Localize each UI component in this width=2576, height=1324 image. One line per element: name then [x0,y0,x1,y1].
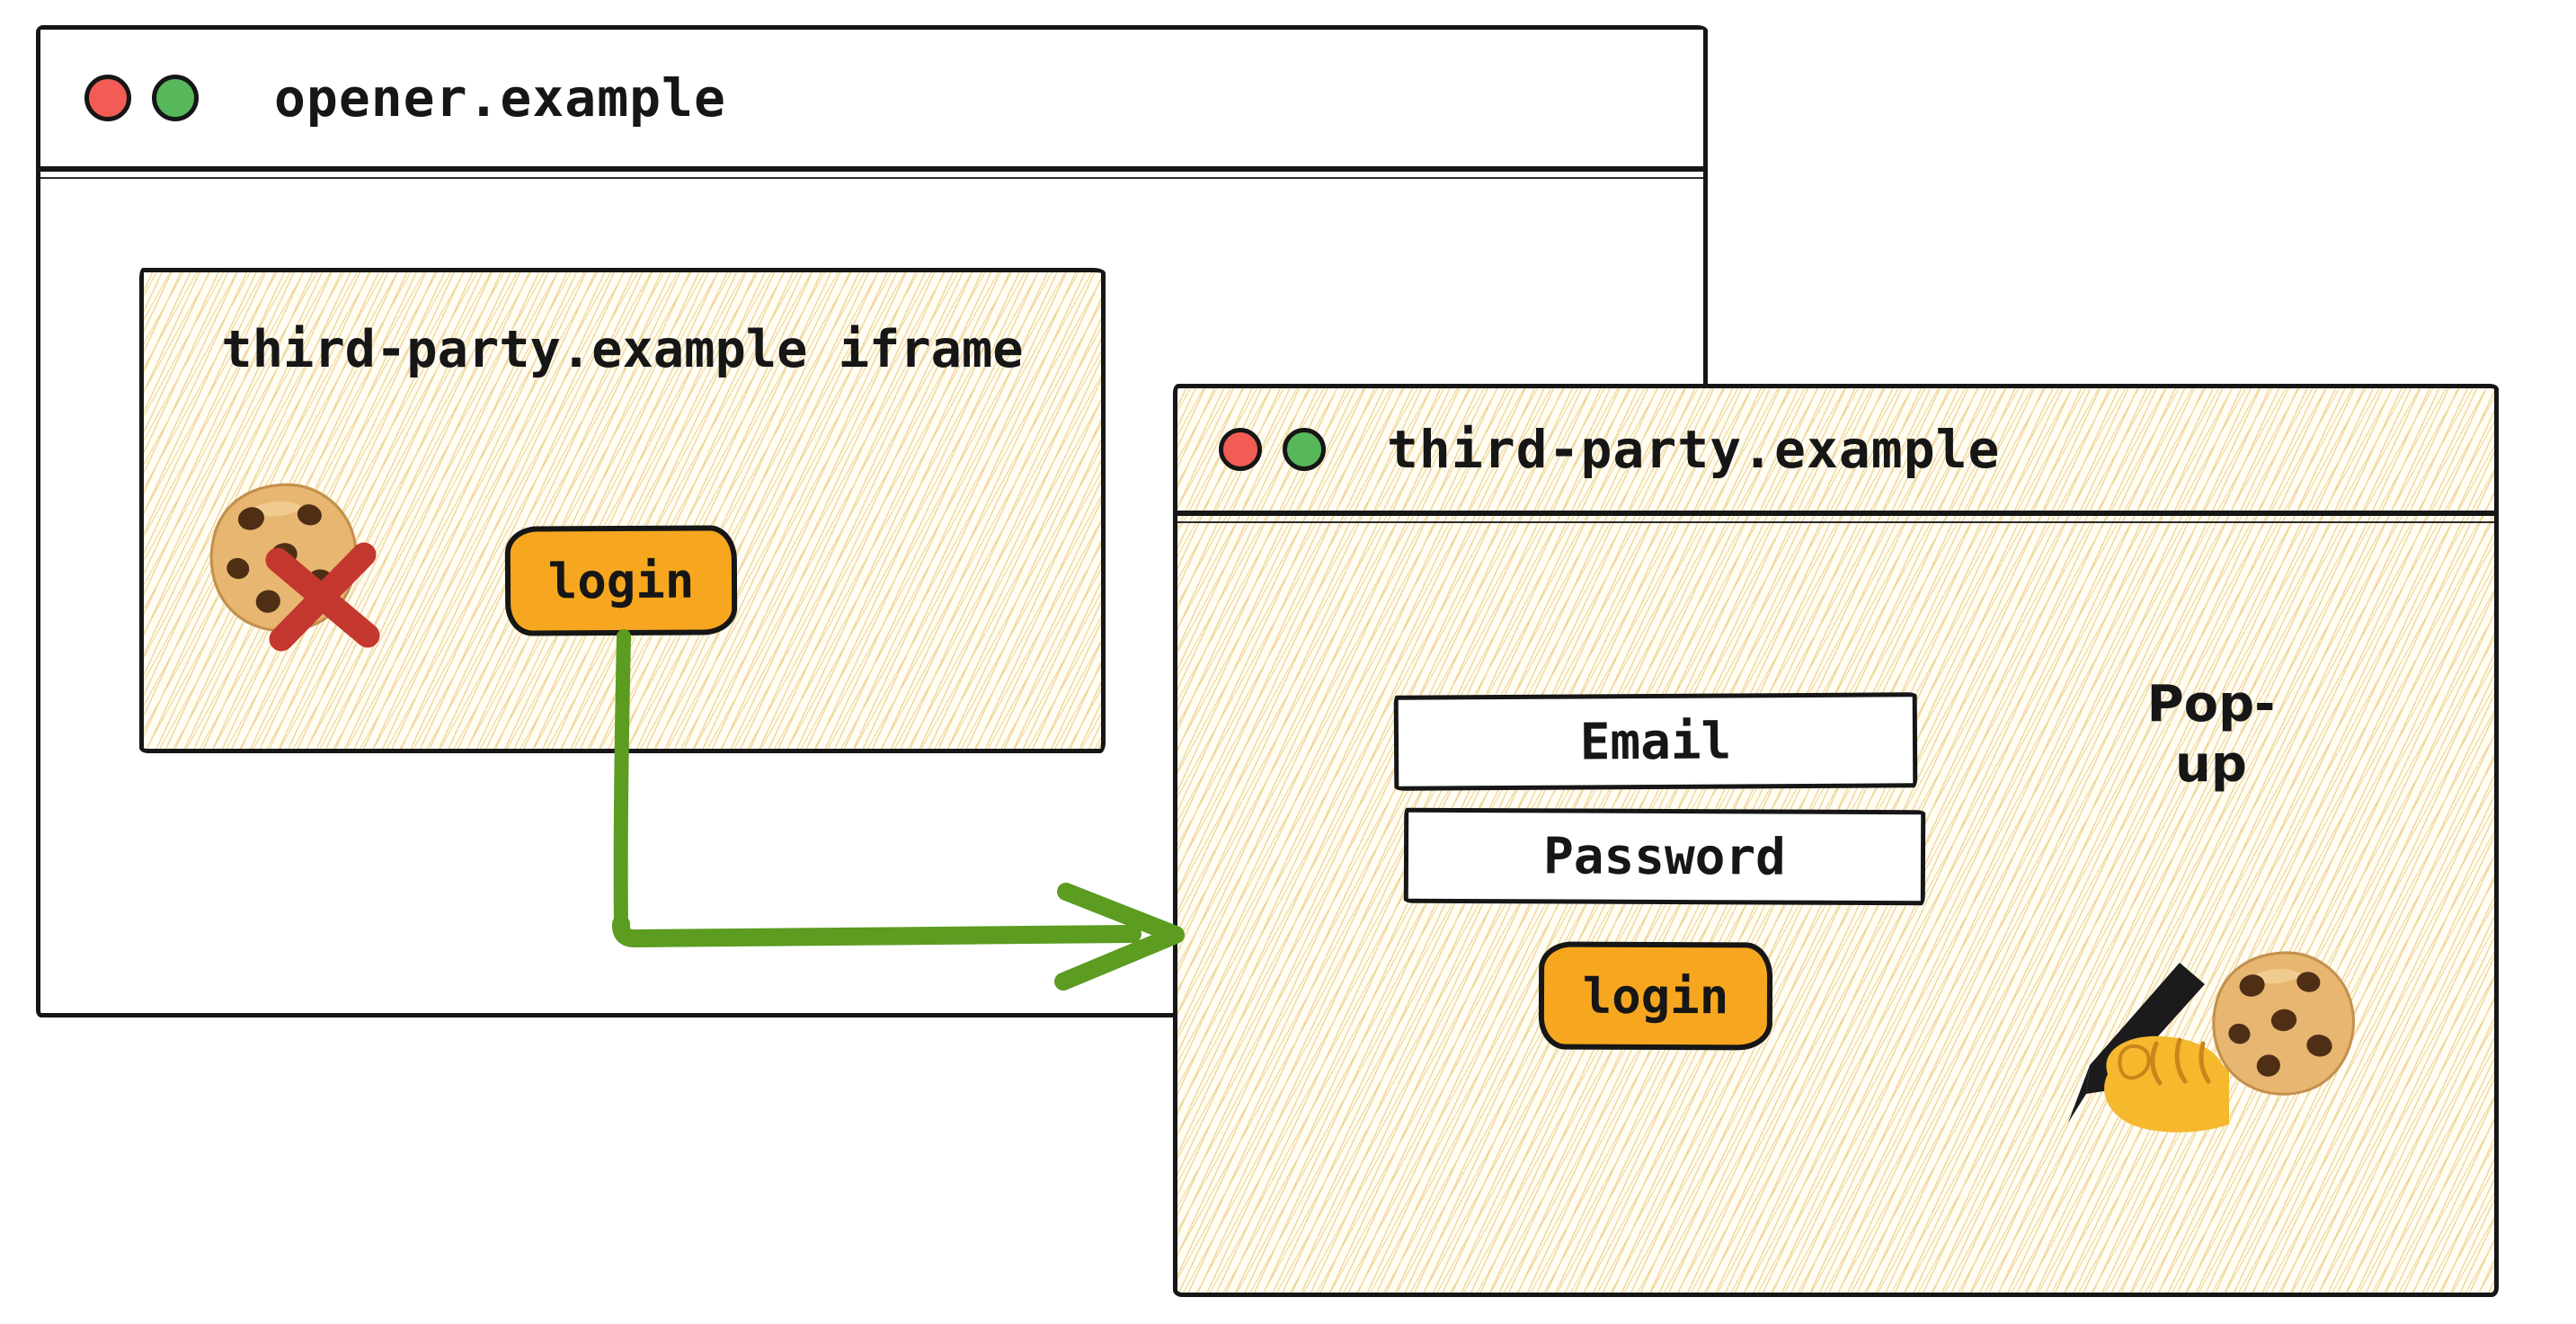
popup-window-title: third-party.example [1387,419,2001,480]
popup-annotation-label: Pop-up [2146,675,2276,795]
close-traffic-light-icon[interactable] [84,75,131,121]
email-field[interactable] [1393,692,1918,791]
blocked-cross-icon [263,542,382,652]
zoom-traffic-light-icon[interactable] [152,75,199,121]
iframe-title: third-party.example iframe [221,320,1024,379]
opener-titlebar: opener.example [38,30,1706,179]
iframe-login-button[interactable]: login [504,525,738,636]
zoom-traffic-light-icon[interactable] [1283,428,1326,471]
popup-titlebar: third-party.example [1175,388,2497,523]
close-traffic-light-icon[interactable] [1219,428,1262,471]
writing-hand-icon [2045,959,2229,1134]
popup-login-button[interactable]: login [1538,941,1773,1051]
cookie-icon [2205,947,2359,1102]
password-field[interactable] [1403,807,1926,906]
popup-browser-window: third-party.example Pop-up login [1173,384,2499,1297]
third-party-iframe: third-party.example iframe login [139,268,1106,753]
opener-window-title: opener.example [274,67,726,129]
